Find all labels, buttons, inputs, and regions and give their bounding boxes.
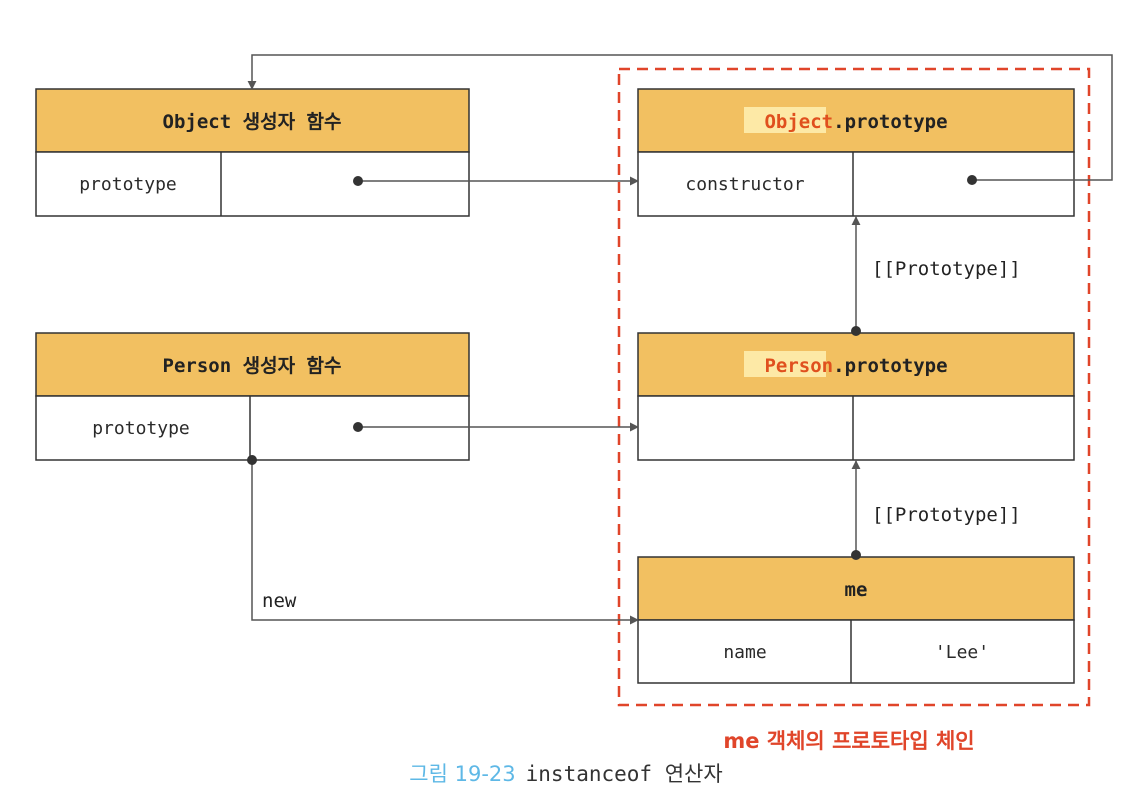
object-prototype-constructor-key: constructor — [685, 174, 804, 195]
connector-dot-icon — [967, 175, 977, 185]
connector-dot-icon — [247, 455, 257, 465]
object-prototype-title-highlight-text: Object — [764, 111, 833, 133]
prototype-link-label-lower: [[Prototype]] — [872, 504, 1021, 526]
connector-dot-icon — [353, 176, 363, 186]
person-constructor-box: Person 생성자 함수 prototype — [35, 332, 470, 461]
object-prototype-body — [637, 151, 1075, 217]
new-label: new — [262, 590, 297, 612]
person-constructor-title: Person 생성자 함수 — [163, 355, 342, 377]
object-constructor-title: Object 생성자 함수 — [163, 111, 342, 133]
person-constructor-body — [35, 395, 470, 461]
connector-dot-icon — [851, 550, 861, 560]
figure-caption: 그림 19-23 instanceof 연산자 — [409, 762, 722, 786]
new-instance-arrow — [251, 460, 639, 625]
figure-number: 그림 19-23 — [409, 762, 515, 786]
object-prototype-title: Object.prototype — [764, 111, 947, 133]
person-prototype-title-highlight-text: Person — [764, 355, 833, 377]
person-prototype-title: Person.prototype — [764, 355, 947, 377]
person-prototype-box: Person.prototype — [637, 332, 1075, 461]
person-prototype-body — [637, 395, 1075, 461]
constructor-back-arrow — [247, 54, 1113, 181]
connector-dot-icon — [851, 326, 861, 336]
object-constructor-body — [35, 151, 470, 217]
figure-caption-text: instanceof 연산자 — [526, 762, 723, 786]
object-constructor-prototype-key: prototype — [79, 174, 177, 195]
object-prototype-title-rest: .prototype — [833, 111, 947, 133]
me-name-value: 'Lee' — [935, 642, 989, 663]
person-prototype-title-highlight — [744, 351, 826, 377]
connector-dot-icon — [353, 422, 363, 432]
object-prototype-box: Object.prototype constructor — [637, 88, 1075, 217]
me-name-key: name — [723, 642, 766, 663]
prototype-link-label-upper: [[Prototype]] — [872, 258, 1021, 280]
prototype-chain-label: me 객체의 프로토타입 체인 — [723, 729, 974, 753]
object-prototype-title-highlight — [744, 107, 826, 133]
person-prototype-header — [637, 332, 1075, 397]
me-box: me name 'Lee' — [637, 556, 1075, 684]
me-title: me — [845, 579, 868, 601]
object-prototype-header — [637, 88, 1075, 153]
prototype-chain-region — [617, 67, 1091, 707]
me-header — [637, 556, 1075, 621]
object-constructor-box: Object 생성자 함수 prototype — [35, 88, 470, 217]
person-constructor-header — [35, 332, 470, 397]
person-prototype-title-rest: .prototype — [833, 355, 947, 377]
person-constructor-prototype-key: prototype — [92, 418, 190, 439]
me-body — [637, 619, 1075, 684]
